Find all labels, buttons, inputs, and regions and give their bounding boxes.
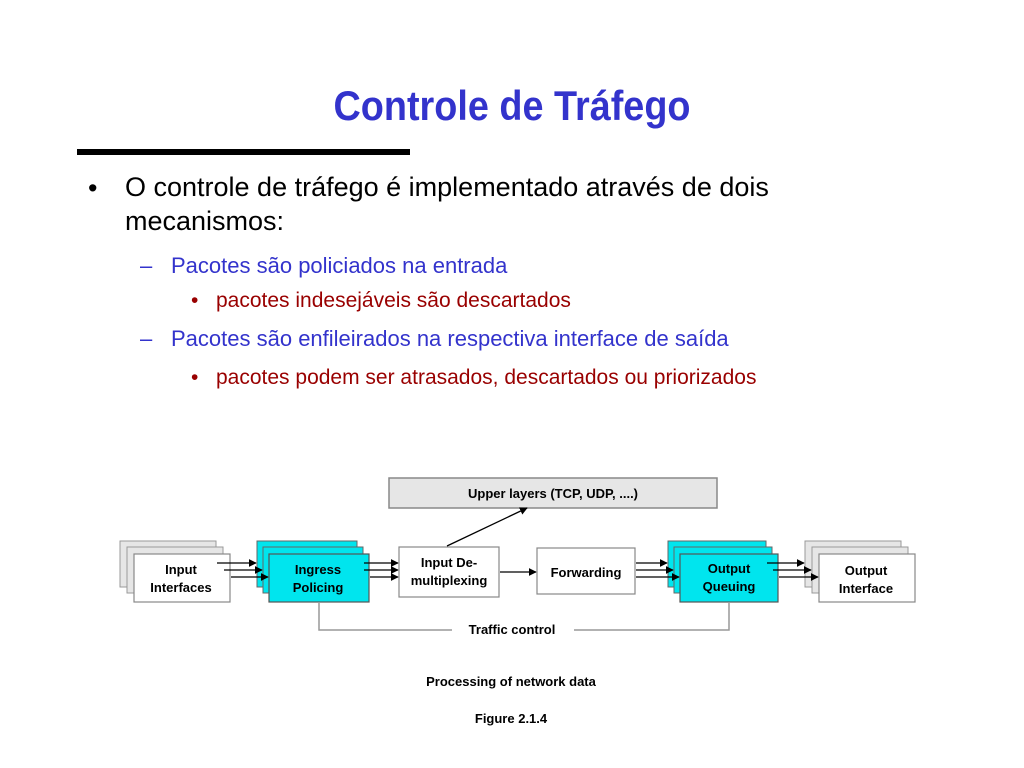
traffic-control-bracket [318, 603, 730, 631]
forwarding-label: Forwarding [551, 565, 622, 580]
input-interfaces-label-2: Interfaces [150, 580, 211, 595]
sub-sub-bullet-marker: • [191, 289, 199, 312]
input-interfaces-box: Input Interfaces [119, 540, 231, 603]
output-queuing-label-2: Queuing [703, 579, 756, 594]
ingress-policing-label-1: Ingress [295, 562, 341, 577]
diagram-caption: Processing of network data [426, 674, 597, 689]
forwarding-box: Forwarding [536, 547, 636, 595]
slide-title: Controle de Tráfego [333, 82, 691, 129]
input-demux-box: Input De- multiplexing [398, 546, 500, 598]
sub-bullet-marker: – [140, 326, 153, 351]
output-queuing-label-1: Output [708, 561, 751, 576]
output-queuing-box: Output Queuing [667, 540, 779, 603]
bullet-marker: • [88, 173, 98, 203]
output-interface-label-2: Interface [839, 581, 893, 596]
ingress-policing-label-2: Policing [293, 580, 344, 595]
sub-bullet-text: Pacotes são policiados na entrada [171, 253, 508, 278]
bullet-text-line: mecanismos: [125, 206, 285, 236]
figure-label: Figure 2.1.4 [475, 711, 548, 726]
title-underline [77, 149, 410, 155]
traffic-control-label: Traffic control [469, 622, 556, 637]
bullet-text-line: O controle de tráfego é implementado atr… [125, 172, 769, 202]
sub-sub-bullet-text: pacotes podem ser atrasados, descartados… [216, 366, 757, 389]
upper-layers-box: Upper layers (TCP, UDP, ....) [388, 477, 718, 509]
ingress-policing-box: Ingress Policing [256, 540, 370, 603]
bullet-list: • O controle de tráfego é implementado a… [88, 172, 769, 389]
output-interface-box: Output Interface [804, 540, 916, 603]
sub-bullet-marker: – [140, 253, 153, 278]
upper-layers-label: Upper layers (TCP, UDP, ....) [468, 486, 638, 501]
sub-bullet-text: Pacotes são enfileirados na respectiva i… [171, 326, 729, 351]
input-demux-label-2: multiplexing [411, 573, 488, 588]
flow-arrows [217, 507, 819, 581]
input-demux-label-1: Input De- [421, 555, 477, 570]
sub-sub-bullet-text: pacotes indesejáveis são descartados [216, 289, 571, 312]
input-interfaces-label-1: Input [165, 562, 197, 577]
sub-sub-bullet-marker: • [191, 366, 199, 389]
output-interface-label-1: Output [845, 563, 888, 578]
